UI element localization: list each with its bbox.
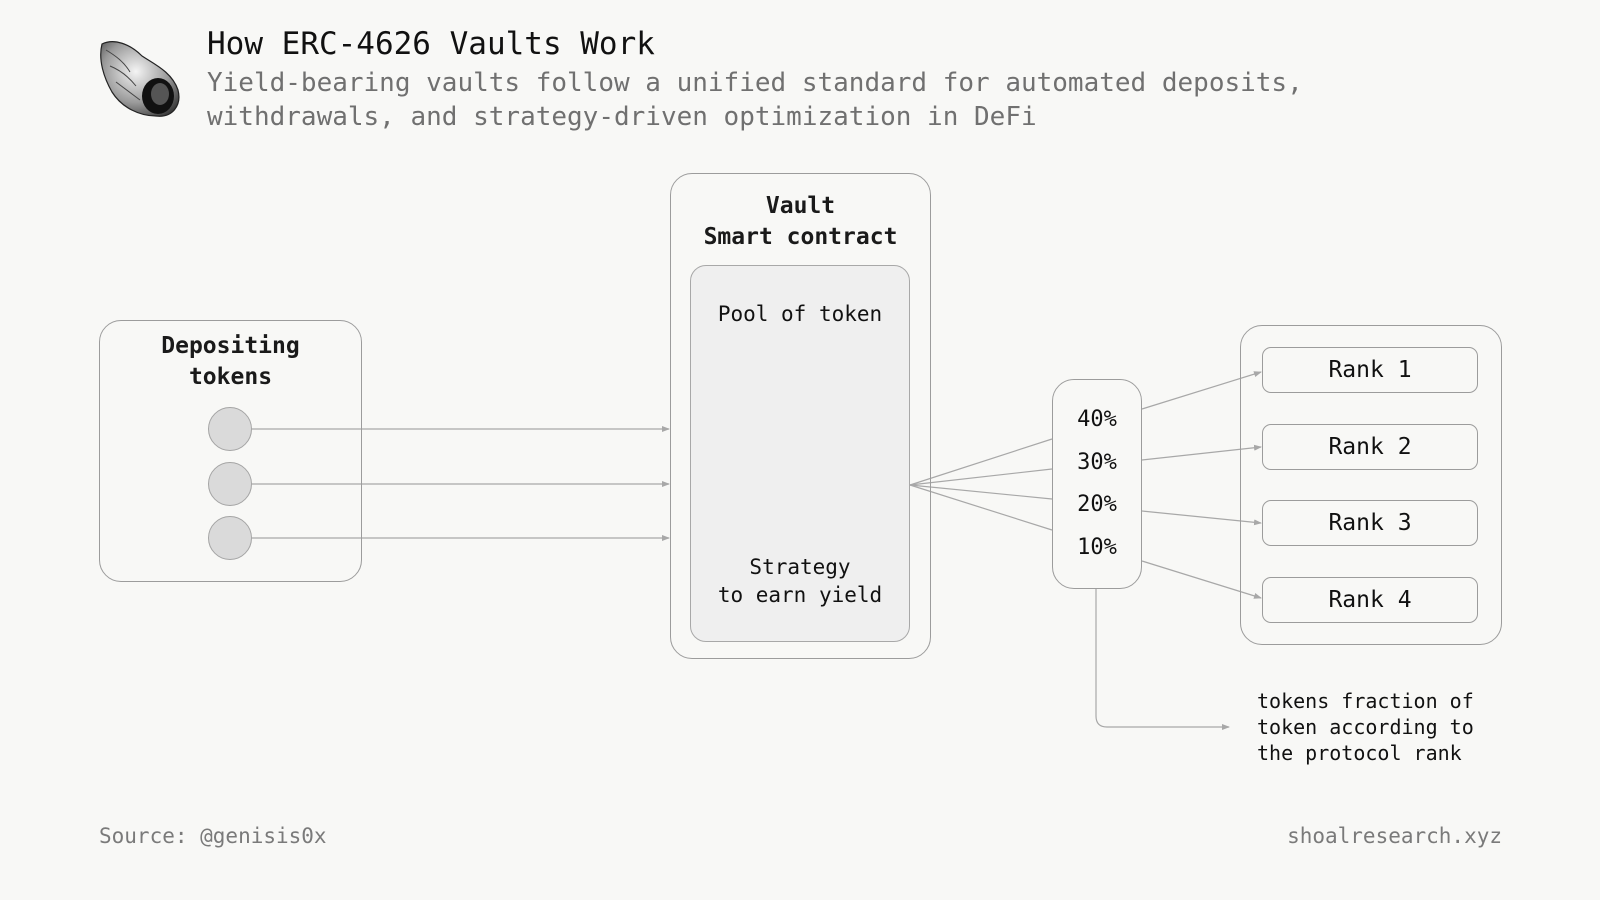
fan-line-2 <box>909 468 1053 486</box>
allocation-pct-10: 10% <box>1077 535 1117 560</box>
rank-arrow-4 <box>1141 560 1262 599</box>
rank-arrow-1 <box>1141 371 1262 410</box>
note-line-3: the protocol rank <box>1257 741 1462 765</box>
page-subtitle: Yield-bearing vaults follow a unified st… <box>207 66 1303 134</box>
rank-4-box: Rank 4 <box>1262 577 1478 623</box>
rank-2-box: Rank 2 <box>1262 424 1478 470</box>
depositing-label-line-1: Depositing <box>161 333 300 359</box>
rank-3-box: Rank 3 <box>1262 500 1478 546</box>
fan-line-4 <box>909 484 1053 531</box>
seashell-logo-icon <box>96 36 186 122</box>
allocation-pct-20: 20% <box>1077 492 1117 517</box>
vault-label: Vault Smart contract <box>670 191 931 253</box>
rank-arrow-3 <box>1141 510 1262 526</box>
rank-arrow-2 <box>1141 444 1262 461</box>
allocation-box <box>1052 379 1142 589</box>
vault-smart-contract-box <box>670 173 931 659</box>
fan-line-1 <box>909 438 1053 486</box>
allocation-pct-40: 40% <box>1077 407 1117 432</box>
site-credit: shoalresearch.xyz <box>1287 824 1502 848</box>
note-line-1: tokens fraction of <box>1257 689 1474 713</box>
strategy-label: Strategy to earn yield <box>690 553 910 609</box>
rank-1-box: Rank 1 <box>1262 347 1478 393</box>
pool-of-token-label: Pool of token <box>717 302 883 326</box>
strategy-line-1: Strategy <box>749 555 851 579</box>
depositing-tokens-label: Depositing tokens <box>99 331 362 393</box>
source-credit: Source: @genisis0x <box>99 824 327 848</box>
fan-line-3 <box>909 484 1053 500</box>
strategy-line-2: to earn yield <box>717 583 883 607</box>
note-line-2: token according to <box>1257 715 1474 739</box>
vault-label-line-2: Smart contract <box>703 224 898 250</box>
pool-of-token-box <box>690 265 910 642</box>
rank-fraction-note: tokens fraction of token according to th… <box>1257 688 1474 766</box>
depositing-label-line-2: tokens <box>188 364 273 390</box>
token-coin-2 <box>208 462 252 506</box>
allocation-pct-30: 30% <box>1077 450 1117 475</box>
subtitle-line-2: withdrawals, and strategy-driven optimiz… <box>207 102 1037 132</box>
depositing-tokens-box <box>99 320 362 582</box>
token-coin-3 <box>208 516 252 560</box>
page-title: How ERC-4626 Vaults Work <box>207 26 655 62</box>
vault-label-line-1: Vault <box>765 193 836 219</box>
token-coin-1 <box>208 407 252 451</box>
note-arrow <box>1095 589 1230 730</box>
ranks-container <box>1240 325 1502 645</box>
subtitle-line-1: Yield-bearing vaults follow a unified st… <box>207 68 1303 98</box>
